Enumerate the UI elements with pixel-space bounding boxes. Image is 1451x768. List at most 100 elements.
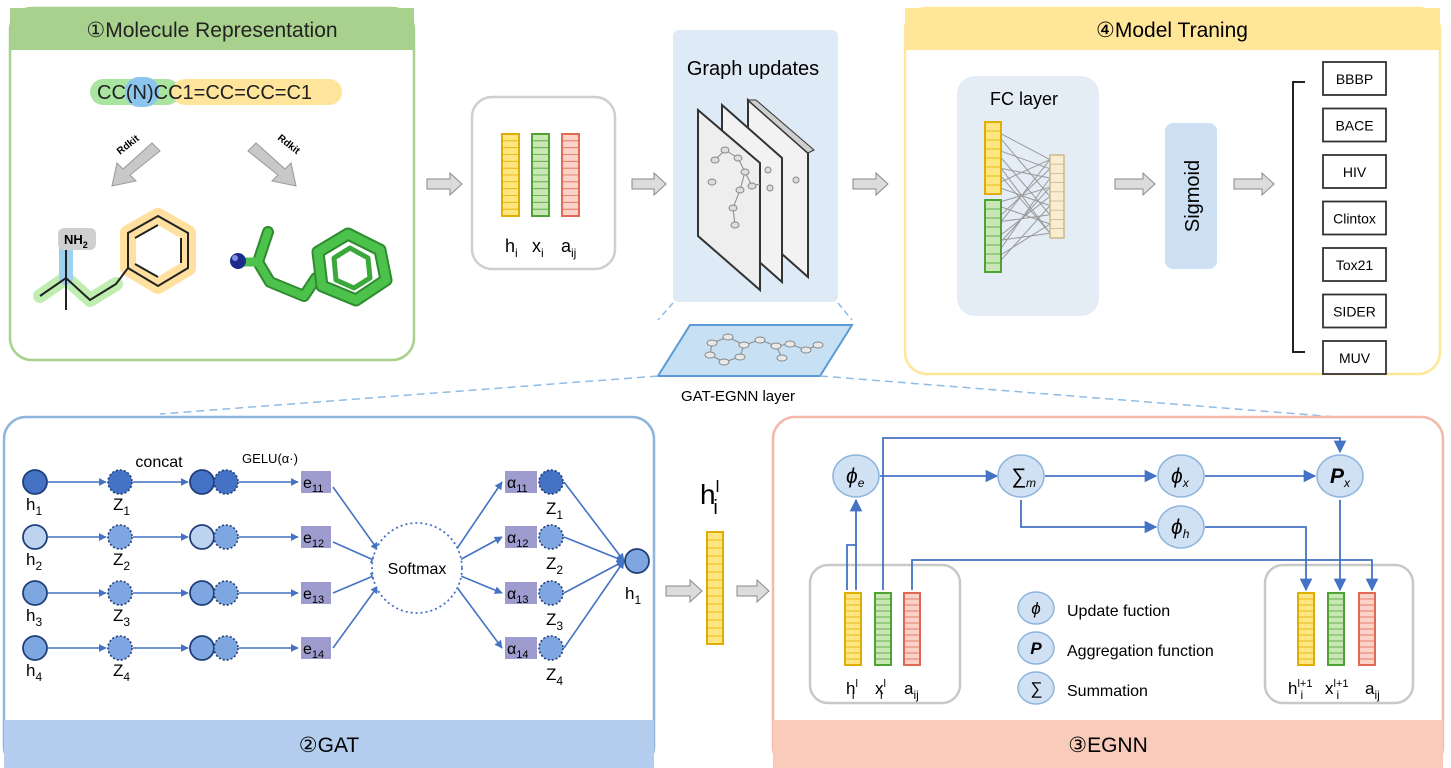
h-label-3: h3 [26,606,42,629]
dataset-bracket [1292,81,1305,353]
svg-text:ϕh: ϕh [1171,516,1190,541]
e-box-2 [301,526,331,548]
egnn-panel-title: ③EGNN [1068,734,1148,757]
graph-updates-block: Graph updates GA [159,30,1401,423]
fc-output-vector [1049,154,1065,239]
e-label-3: e13 [303,586,324,606]
p-x-node: Px [1316,454,1364,498]
z-label-3: Z3 [113,606,130,629]
egnn-in-bar-x [874,592,892,666]
svg-text:∑: ∑ [1030,679,1042,698]
alpha-label-2: α12 [507,530,529,550]
molecule-panel-header [10,8,414,50]
molecule-3d-structure [230,226,393,307]
dataset-clintox: Clintox [1322,200,1387,236]
training-panel: ④Model Traning FC layer Sigmoid BBBPBACE… [903,6,1442,376]
svg-text:Clintox: Clintox [1333,211,1376,227]
z-right-label-3: Z3 [546,610,563,633]
h-label-1: h1 [26,495,42,518]
z-node-3 [107,580,133,606]
z-node-2 [107,524,133,550]
svg-text:Summation: Summation [1067,683,1148,700]
egnn-out-bar-a [1358,592,1376,666]
svg-text:ϕe: ϕe [846,465,865,490]
e-box-1 [301,471,331,493]
egnn-in-label-2: aij [904,679,919,702]
molecule-panel: ①Molecule Representation CC(N)CC1=CC=CC=… [8,6,416,362]
svg-text:Aggregation function: Aggregation function [1067,643,1214,660]
gelu-label: GELU(α·) [242,451,298,466]
fc-network [984,121,1065,273]
alpha-box-2 [505,526,537,548]
feature-label-a: aij [561,236,576,260]
gat-row-3: e13 α13 h3 Z3 Z3 [22,560,625,633]
gat-panel-footer [4,720,654,768]
hl-feature-bar [706,531,724,645]
egnn-out-bar-h [1297,592,1315,666]
h-node-3 [22,580,48,606]
e-label-4: e14 [303,641,324,661]
alpha-box-3 [505,582,537,604]
h-label-2: h2 [26,550,42,573]
feature-bar-h [501,133,520,217]
hl-bar [706,531,724,645]
feature-box: hi xi aij [470,95,617,271]
svg-text:Px: Px [1330,465,1351,490]
e-box-3 [301,582,331,604]
dataset-hiv: HIV [1322,154,1387,189]
phi-h-node: ϕh [1157,505,1205,549]
feature-bar-x [531,133,550,217]
fc-layer-label: FC layer [990,89,1058,109]
softmax-node [371,522,463,614]
svg-text:BACE: BACE [1335,118,1373,134]
svg-text:ϕ: ϕ [1031,599,1040,618]
h-node-4 [22,635,48,661]
gat-egnn-layer-graph [704,333,824,366]
z-label-1: Z1 [113,495,130,518]
sigmoid-box [1165,123,1217,269]
e-label-1: e11 [303,475,323,495]
alpha-box-1 [505,471,537,493]
egnn-in-bar-h [844,592,862,666]
z-right-label-1: Z1 [546,499,563,522]
gat-panel-title: ②GAT [299,734,360,757]
z-label-4: Z4 [113,661,130,684]
fc-input-vector [984,121,1002,273]
dataset-muv: MUV [1322,340,1387,375]
egnn-in-bar-a [903,592,921,666]
arrow-to-training [852,171,889,197]
graph-updates-title: Graph updates [687,58,819,80]
alpha-label-3: α13 [507,586,529,606]
arrow-to-graph-updates [631,171,667,197]
dataset-bbbp: BBBP [1322,61,1387,96]
arrow-to-datasets [1233,171,1275,197]
molecule-panel-border [8,6,416,362]
feature-bar-a [561,133,580,217]
nh2-highlight [58,228,96,250]
gat-egnn-layer-plane [656,324,854,377]
svg-text:P: P [1030,639,1042,658]
softmax-label: Softmax [388,561,447,578]
arrow-to-features [426,171,463,197]
sum-m-node: ∑m [997,454,1045,498]
e-box-4 [301,637,331,659]
smiles-string: CC(N)CC1=CC=CC=C1 [97,82,312,104]
alpha-label-4: α14 [507,641,529,661]
z-right-label-4: Z4 [546,665,563,688]
fc-connections [992,129,1051,270]
stacked-graph-layers [697,97,815,293]
phi-e-node: ϕe [832,454,880,498]
z-node-4 [107,635,133,661]
nitrogen-atom [230,253,246,269]
phi-x-node: ϕx [1157,454,1205,498]
